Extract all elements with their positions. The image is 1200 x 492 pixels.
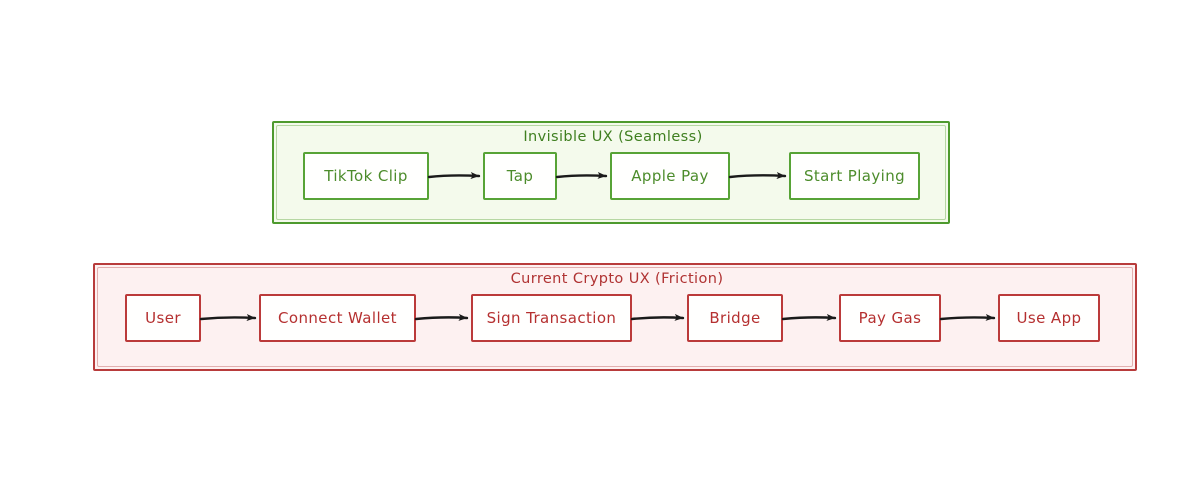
node-pay-gas[interactable]: Pay Gas [839,294,941,342]
node-label: Tap [506,167,534,185]
node-label: TikTok Clip [324,167,408,185]
node-label: Start Playing [803,167,906,185]
node-user[interactable]: User [125,294,201,342]
node-start-playing[interactable]: Start Playing [789,152,920,200]
node-bridge[interactable]: Bridge [687,294,783,342]
subgraph-title-current-crypto-ux: Current Crypto UX (Friction) [510,271,724,287]
node-label: Sign Transaction [486,309,617,327]
node-label: Bridge [709,309,761,327]
node-label: Connect Wallet [278,309,397,327]
node-connect-wallet[interactable]: Connect Wallet [259,294,416,342]
node-label: Pay Gas [858,309,922,327]
node-label: Use App [1016,309,1082,327]
node-tiktok-clip[interactable]: TikTok Clip [303,152,429,200]
node-tap[interactable]: Tap [483,152,557,200]
node-sign-transaction[interactable]: Sign Transaction [471,294,632,342]
node-label: Apple Pay [631,167,709,185]
node-label: User [145,309,181,327]
subgraph-title-invisible-ux: Invisible UX (Seamless) [523,129,703,145]
node-apple-pay[interactable]: Apple Pay [610,152,730,200]
node-use-app[interactable]: Use App [998,294,1100,342]
